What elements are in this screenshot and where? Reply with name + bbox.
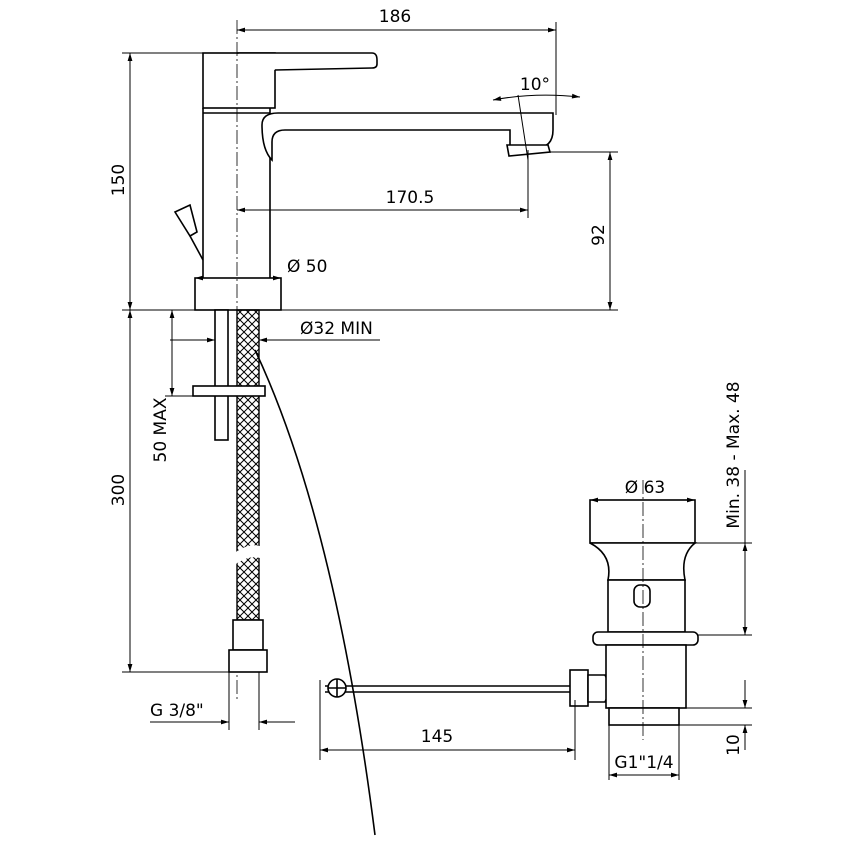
dim-spout-angle: 10° xyxy=(520,75,550,95)
dim-waste-diameter: Ø 63 xyxy=(625,478,665,498)
dimension-lines xyxy=(122,22,752,780)
dim-waste-range: Min. 38 - Max. 48 xyxy=(724,381,744,528)
dim-spout-reach: 170.5 xyxy=(386,188,435,208)
dim-hose-length: 300 xyxy=(109,474,129,506)
dim-base-diameter: Ø 50 xyxy=(287,257,327,277)
faucet xyxy=(173,20,554,700)
dim-waste-thread: G1"1/4 xyxy=(614,753,673,773)
dim-overall-height: 150 xyxy=(109,164,129,196)
dim-thread-length: 10 xyxy=(724,734,744,756)
dim-hose-thread: G 3/8" xyxy=(150,701,204,721)
supply-hose xyxy=(192,309,376,836)
dim-rod-length: 145 xyxy=(421,727,453,747)
dim-hole-diameter: Ø32 MIN xyxy=(300,319,373,339)
dim-overall-length: 186 xyxy=(379,7,411,27)
dim-max-thickness: 50 MAX xyxy=(151,397,171,462)
dim-spout-height: 92 xyxy=(589,224,609,246)
waste-valve xyxy=(325,480,699,740)
